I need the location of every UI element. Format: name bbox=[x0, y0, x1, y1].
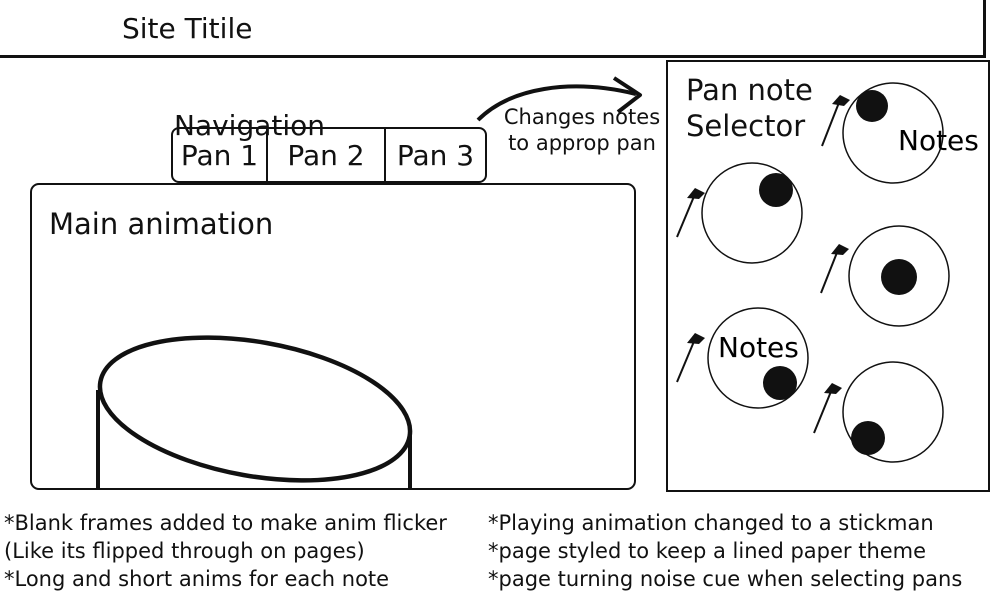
nav-tab-pan-3[interactable]: Pan 3 bbox=[384, 129, 485, 181]
nav-tab-pan-2[interactable]: Pan 2 bbox=[266, 129, 384, 181]
footer-note-right-1: *Playing animation changed to a stickman bbox=[488, 511, 934, 535]
arrow-head-icon bbox=[612, 76, 642, 114]
note-circle-icon bbox=[707, 307, 809, 409]
note-label: Notes bbox=[898, 124, 979, 157]
navigation-bar: Pan 1 Pan 2 Pan 3 bbox=[171, 127, 487, 183]
footer-note-left-2: (Like its flipped through on pages) bbox=[4, 539, 365, 563]
main-animation-frame: Main animation bbox=[30, 183, 636, 490]
note-pin-icon bbox=[676, 338, 696, 383]
site-title: Site Titile bbox=[122, 12, 253, 45]
navigation-label: Navigation bbox=[174, 109, 326, 142]
selector-label-line-2: Selector bbox=[686, 109, 806, 144]
note-circle-icon bbox=[842, 361, 944, 463]
note-dot-icon bbox=[881, 259, 917, 295]
note-label: Notes bbox=[718, 331, 799, 364]
note-pin-icon bbox=[676, 193, 696, 238]
footer-note-right-2: *page styled to keep a lined paper theme bbox=[488, 539, 927, 563]
note-circle-icon bbox=[848, 225, 950, 327]
pan-note-selector-label: Pan note Selector bbox=[686, 72, 813, 145]
arrow-annotation-text: Changes notes to approp pan bbox=[503, 105, 661, 156]
note-dot-icon bbox=[856, 90, 888, 122]
pan-note-selector-panel: Pan note Selector Notes bbox=[666, 60, 990, 492]
footer-note-left-1: *Blank frames added to make anim flicker bbox=[4, 511, 447, 535]
note-pin-icon bbox=[821, 99, 841, 147]
footer-note-left-3: *Long and short anims for each note bbox=[4, 567, 390, 591]
note-pin-icon bbox=[820, 249, 839, 294]
note-item[interactable]: Notes bbox=[676, 307, 809, 409]
note-item[interactable] bbox=[676, 162, 803, 264]
selector-label-line-1: Pan note bbox=[686, 73, 813, 107]
nav-tab-pan-1[interactable]: Pan 1 bbox=[180, 138, 259, 172]
arrow-connector bbox=[476, 76, 642, 122]
arrow-curve-icon bbox=[476, 84, 637, 122]
note-circle-icon bbox=[842, 82, 944, 184]
note-item[interactable]: Notes bbox=[821, 82, 979, 184]
notes-art: Notes Notes bbox=[676, 82, 979, 463]
note-dot-icon bbox=[763, 366, 797, 400]
note-item[interactable] bbox=[813, 361, 944, 463]
note-pin-icon bbox=[813, 388, 833, 434]
cylinder-sketch-icon bbox=[96, 335, 413, 488]
note-circle-icon bbox=[701, 162, 803, 264]
note-dot-icon bbox=[851, 421, 885, 455]
site-header bbox=[0, 0, 986, 58]
note-dot-icon bbox=[759, 173, 793, 207]
main-animation-label: Main animation bbox=[49, 207, 274, 241]
note-item[interactable] bbox=[820, 225, 950, 327]
footer-note-right-3: *page turning noise cue when selecting p… bbox=[488, 567, 963, 591]
